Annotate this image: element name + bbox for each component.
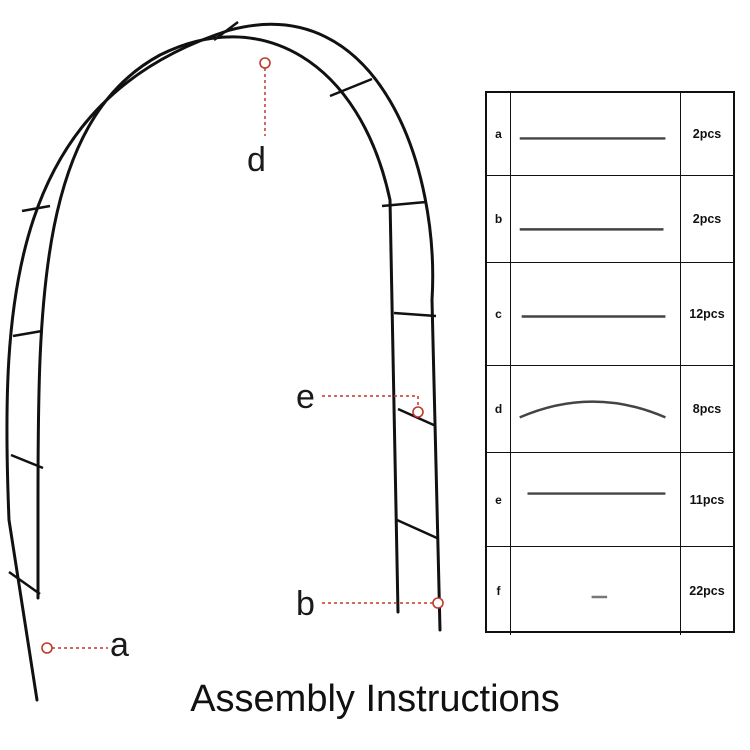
rung — [10, 453, 44, 470]
part-letter: b — [487, 176, 511, 262]
rung — [329, 77, 373, 98]
rung — [21, 204, 51, 213]
part-image — [510, 263, 681, 365]
part-letter: d — [487, 366, 511, 452]
part-qty: 11pcs — [689, 492, 725, 507]
rung — [213, 21, 239, 41]
part-image — [510, 366, 681, 452]
rung — [396, 518, 438, 540]
parts-row: d 8pcs — [487, 366, 733, 453]
part-qty: 2pcs — [692, 212, 722, 226]
parts-row: f 22pcs — [487, 547, 733, 635]
parts-row: c 12pcs — [487, 263, 733, 366]
rung — [8, 570, 41, 596]
callout-label-e: e — [296, 378, 315, 416]
parts-row: b 2pcs — [487, 176, 733, 263]
part-letter: e — [487, 453, 511, 546]
callout-label-a: a — [110, 626, 129, 664]
parts-row: a 2pcs — [487, 93, 733, 176]
part-qty: 22pcs — [689, 584, 725, 598]
callout-marker-e — [412, 406, 424, 418]
parts-table: a 2pcs b 2pcs c 12pcs d 8pcs e 11pcs f — [485, 91, 735, 635]
part-image — [510, 176, 681, 262]
part-letter: c — [487, 263, 511, 365]
arch-outer-frame — [5, 22, 442, 702]
parts-row: e 11pcs — [487, 453, 733, 547]
part-letter: f — [487, 547, 511, 635]
rung — [393, 311, 437, 318]
part-image — [510, 93, 681, 175]
callout-marker-d — [259, 57, 271, 69]
callout-marker-b — [432, 597, 444, 609]
arch-inner-frame — [36, 35, 400, 614]
callout-label-b: b — [296, 585, 315, 623]
part-letter: a — [487, 93, 511, 175]
page-title: Assembly Instructions — [190, 678, 560, 720]
arch-rungs — [8, 21, 438, 596]
part-image — [510, 453, 681, 546]
rung — [12, 329, 43, 338]
part-qty: 2pcs — [692, 127, 722, 141]
part-qty: 8pcs — [692, 402, 722, 416]
rung — [381, 200, 427, 208]
callout-marker-a — [41, 642, 53, 654]
part-qty: 12pcs — [689, 307, 725, 321]
callout-label-d: d — [247, 141, 266, 179]
part-image — [510, 547, 681, 635]
